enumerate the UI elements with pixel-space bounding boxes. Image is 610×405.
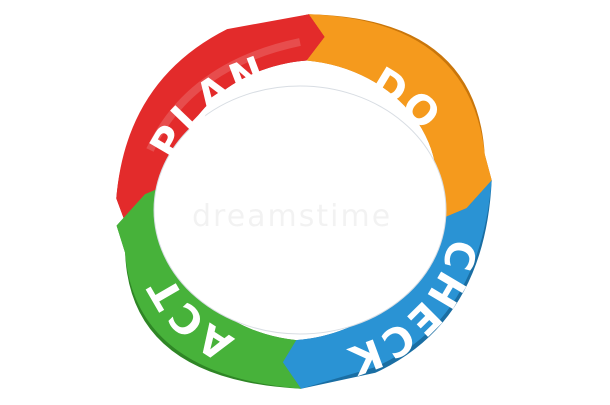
inner-hole-rim: [153, 85, 447, 335]
watermark-dreamstime: dreamstime: [192, 199, 392, 234]
segment-do: [306, 14, 492, 224]
ring-highlight: [146, 38, 301, 152]
